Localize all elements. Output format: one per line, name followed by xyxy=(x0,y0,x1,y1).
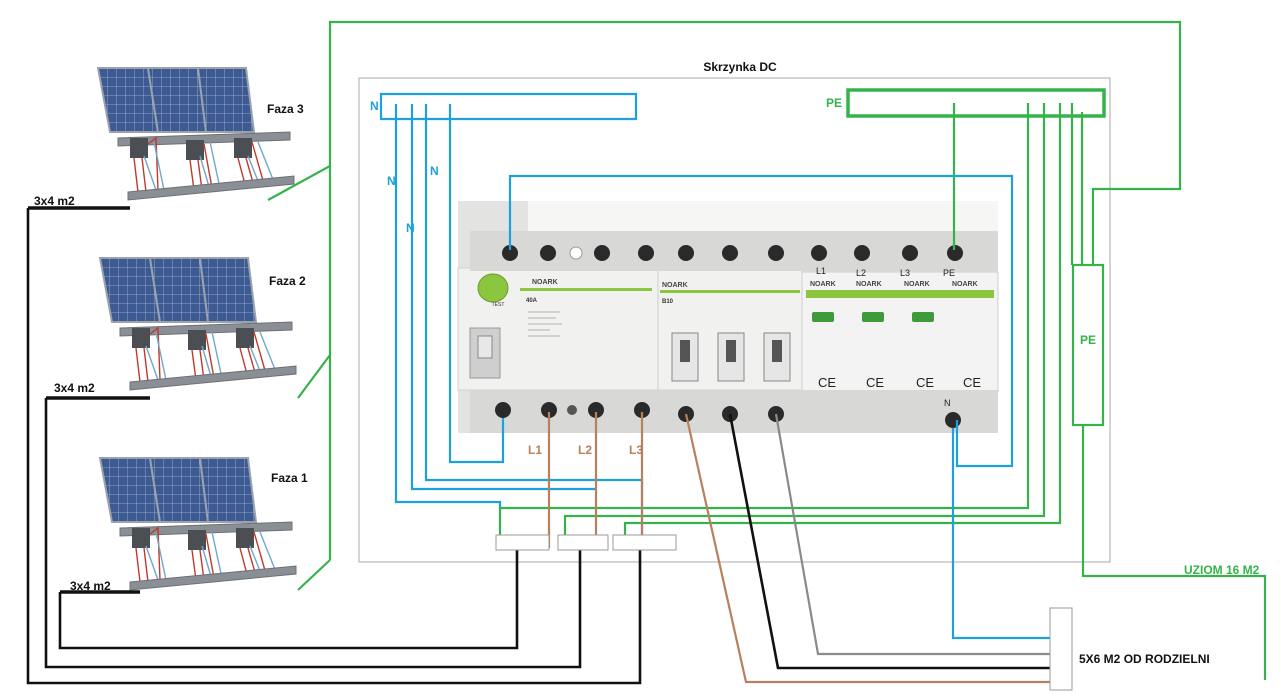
faza3-label: Faza 3 xyxy=(267,102,304,116)
circuit-breaker-icon: TEST NOARK 40A xyxy=(469,273,652,379)
spd4-brand: NOARK xyxy=(952,281,978,288)
faza2-label: Faza 2 xyxy=(269,274,306,288)
phase-wiring xyxy=(547,412,1062,684)
spd2-brand: NOARK xyxy=(856,281,882,288)
n-bus-bar xyxy=(379,92,638,121)
cable-label-3: 3x4 m2 xyxy=(34,194,75,208)
n-wire-label-2: N xyxy=(430,164,439,178)
pe-side-label: PE xyxy=(1080,333,1096,347)
spd1-ce: CE xyxy=(818,375,836,390)
terminal-block-icon xyxy=(495,534,1073,691)
rcd-brand: NOARK xyxy=(532,279,558,286)
rcd-rating: 40A xyxy=(526,298,538,304)
n-wire-label-3: N xyxy=(406,221,415,235)
pe-bus-label: PE xyxy=(826,96,842,110)
black-wiring xyxy=(26,206,1062,685)
spd-term-pe: PE xyxy=(943,268,955,278)
surge-protector-icon: NOARK NOARK NOARK NOARK CE CE CE CE L1 L… xyxy=(806,266,994,408)
cable-label-2: 3x4 m2 xyxy=(54,381,95,395)
spd1-brand: NOARK xyxy=(810,281,836,288)
spd4-ce: CE xyxy=(963,375,981,390)
spd2-ce: CE xyxy=(866,375,884,390)
l1-label: L1 xyxy=(528,443,542,457)
gray-wiring xyxy=(774,413,1062,656)
top-screw-n xyxy=(502,245,518,261)
spd-term-n: N xyxy=(944,398,951,408)
spd3-ce: CE xyxy=(916,375,934,390)
rcd-test-label: TEST xyxy=(492,302,505,308)
spd-term-l1: L1 xyxy=(816,266,826,276)
spd3-brand: NOARK xyxy=(904,281,930,288)
n-bus-label: N xyxy=(370,99,379,113)
spd-term-l3: L3 xyxy=(900,268,910,278)
neutral-wiring xyxy=(379,92,1060,640)
dc-box-outline xyxy=(358,77,1111,563)
mcb-brand: NOARK xyxy=(662,282,688,289)
pe-bus-bar xyxy=(846,88,1106,118)
box-title: Skrzynka DC xyxy=(703,60,777,74)
circuit-breaker-icon: NOARK B10 xyxy=(660,282,800,382)
n-wire-label-1: N xyxy=(387,174,396,188)
solar-panel-icon xyxy=(99,257,297,391)
device-photo: TEST NOARK 40A NOARK B10 NOARK NOARK xyxy=(457,201,999,433)
mcb-rating: B10 xyxy=(662,299,674,305)
pe-wiring xyxy=(267,20,1267,680)
uziom-label: UZIOM 16 M2 xyxy=(1184,563,1260,577)
spd-term-l2: L2 xyxy=(856,268,866,278)
solar-panel-icon xyxy=(99,457,297,591)
cable-label-1: 3x4 m2 xyxy=(70,579,111,593)
faza1-label: Faza 1 xyxy=(271,471,308,485)
feed-cable-label: 5X6 M2 OD RODZIELNI xyxy=(1079,652,1210,666)
l2-label: L2 xyxy=(578,443,592,457)
solar-panel-icon xyxy=(97,67,295,201)
l3-label: L3 xyxy=(629,443,643,457)
